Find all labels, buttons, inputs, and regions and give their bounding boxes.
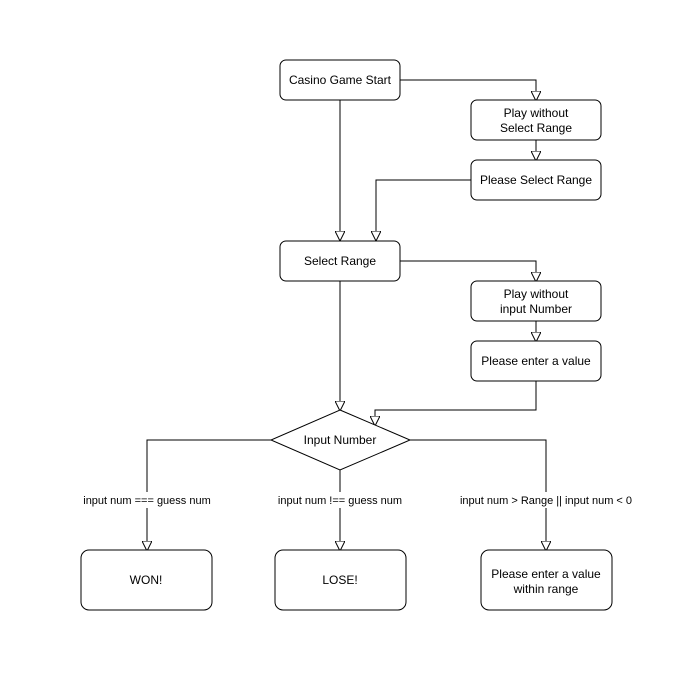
node-label-line2: within range — [513, 582, 579, 596]
node-lose: LOSE! — [274, 549, 407, 611]
node-label: Please enter a value — [481, 354, 591, 368]
edge-select-range-to-play-without-input — [400, 260, 536, 281]
edge-label-equal: input num === guess num — [83, 495, 211, 507]
node-play-without-select-range: Play without Select Range — [470, 99, 602, 141]
edge-labels: input num === guess num input num !== gu… — [82, 492, 634, 508]
node-select-range: Select Range — [279, 240, 401, 282]
node-label-line1: Play without — [504, 287, 569, 301]
edge-please-enter-to-input-number — [375, 380, 537, 425]
node-please-enter-a-value: Please enter a value — [470, 340, 602, 382]
node-won: WON! — [80, 549, 213, 611]
node-label: WON! — [130, 573, 163, 587]
node-label-line2: Select Range — [500, 121, 572, 135]
node-play-without-input-number: Play without input Number — [470, 280, 602, 322]
edge-please-select-to-select-range — [376, 179, 471, 240]
node-label: Input Number — [304, 433, 377, 447]
edge-label-out-of-range: input num > Range || input num < 0 — [460, 495, 632, 507]
node-label-line2: input Number — [500, 302, 572, 316]
node-label: Casino Game Start — [289, 73, 392, 87]
node-input-number-decision: Input Number — [269, 409, 412, 471]
node-please-select-range: Please Select Range — [470, 159, 602, 201]
node-label: Please Select Range — [480, 173, 592, 187]
edge-start-to-play-without-range — [400, 79, 536, 100]
edge-input-to-enter-within-range — [410, 439, 546, 550]
node-casino-game-start: Casino Game Start — [279, 59, 401, 101]
node-label: Select Range — [304, 254, 376, 268]
edge-label-not-equal: input num !== guess num — [278, 495, 402, 507]
node-label-line1: Please enter a value — [491, 567, 601, 581]
node-label-line1: Play without — [504, 106, 569, 120]
edges — [147, 79, 546, 550]
edge-input-to-won — [147, 439, 271, 550]
node-label: LOSE! — [322, 573, 357, 587]
node-enter-value-within-range: Please enter a value within range — [480, 549, 613, 611]
